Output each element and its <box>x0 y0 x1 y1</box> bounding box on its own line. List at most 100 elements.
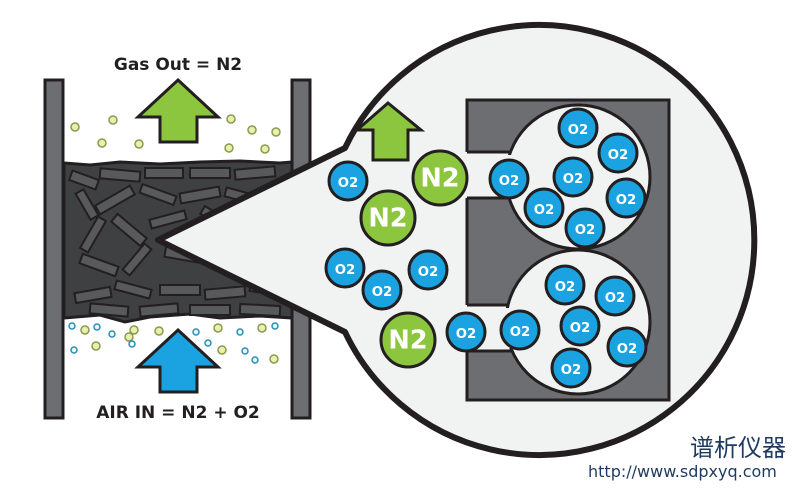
o2-particle <box>68 322 76 330</box>
n2-particle <box>260 144 270 154</box>
o2-label: O2 <box>418 265 439 280</box>
n2-particle <box>70 122 80 132</box>
o2-particle <box>236 328 244 336</box>
sieve-pellet <box>189 167 231 179</box>
sieve-pellet <box>121 242 153 277</box>
n2-particle <box>80 325 90 335</box>
o2-particle <box>271 322 279 330</box>
o2-label: O2 <box>575 223 596 238</box>
n2-label: N2 <box>420 164 459 194</box>
sieve-pellet <box>144 167 184 179</box>
n2-molecule: N2 <box>411 149 469 207</box>
o2-molecule: O2 <box>445 311 487 353</box>
o2-label: O2 <box>534 203 555 218</box>
o2-molecule: O2 <box>361 269 403 311</box>
o2-label: O2 <box>456 327 477 342</box>
sieve-pellet <box>178 185 222 205</box>
n2-label: N2 <box>368 204 407 234</box>
o2-particle <box>192 328 200 336</box>
gas-out-label: Gas Out = N2 <box>114 55 242 75</box>
n2-particle <box>224 143 234 153</box>
o2-label: O2 <box>561 363 582 378</box>
o2-molecule: O2 <box>605 177 647 219</box>
n2-molecule: N2 <box>359 189 417 247</box>
o2-label: O2 <box>335 263 356 278</box>
o2-molecule: O2 <box>557 107 599 149</box>
n2-particle <box>213 323 223 333</box>
o2-molecule: O2 <box>488 158 530 200</box>
o2-particle <box>204 339 212 347</box>
o2-label: O2 <box>616 193 637 208</box>
o2-particle <box>241 347 249 355</box>
sieve-pellet <box>88 302 130 318</box>
sieve-pellet <box>109 212 149 248</box>
o2-particle <box>70 346 78 354</box>
sieve-pellet <box>148 209 188 230</box>
n2-particle <box>271 127 281 137</box>
sieve-pellet <box>93 184 137 216</box>
air-in-arrow-icon <box>134 327 222 394</box>
n2-particle <box>97 138 107 148</box>
n2-particle <box>154 326 164 336</box>
sieve-pellet <box>189 304 231 316</box>
o2-label: O2 <box>555 280 576 295</box>
sieve-pellet <box>67 169 101 191</box>
gas-particles <box>68 114 281 364</box>
o2-particle <box>128 340 136 348</box>
n2-particle <box>134 139 144 149</box>
o2-molecule: O2 <box>597 132 639 174</box>
n2-particle <box>257 323 267 333</box>
sieve-pellet <box>74 187 100 222</box>
air-in-label: AIR IN = N2 + O2 <box>96 403 260 423</box>
sieve-pellet <box>98 167 142 183</box>
gas-out-arrow-icon <box>134 77 222 144</box>
o2-molecule: O2 <box>550 347 592 389</box>
o2-molecule: O2 <box>327 160 369 202</box>
n2-particle <box>124 332 134 342</box>
o2-label: O2 <box>499 174 520 189</box>
n2-particle <box>91 341 101 351</box>
watermark-url: http://www.sdpxyq.com <box>588 462 777 481</box>
left-wall <box>43 78 65 420</box>
o2-label: O2 <box>605 291 626 306</box>
sieve-pellet <box>203 285 247 301</box>
sieve-pellet <box>238 302 282 318</box>
o2-molecule: O2 <box>407 249 449 291</box>
o2-molecule: O2 <box>552 156 594 198</box>
o2-label: O2 <box>568 123 589 138</box>
n2-particle <box>226 114 236 124</box>
sieve-pellet <box>73 285 113 305</box>
o2-molecule: O2 <box>564 207 606 249</box>
o2-particle <box>251 356 259 364</box>
n2-particle <box>108 115 118 125</box>
molecules: O2O2O2O2O2O2O2O2O2O2O2O2O2O2O2O2O2O2N2N2… <box>324 107 648 389</box>
sieve-pellet <box>159 284 201 296</box>
sieve-pellet <box>78 252 120 278</box>
n2-label: N2 <box>388 326 427 356</box>
o2-label: O2 <box>563 172 584 187</box>
o2-molecule: O2 <box>324 247 366 289</box>
o2-label: O2 <box>617 342 638 357</box>
o2-molecule: O2 <box>606 326 648 368</box>
n2-particle <box>269 354 279 364</box>
n2-molecule: N2 <box>379 311 437 369</box>
o2-molecule: O2 <box>544 264 586 306</box>
n2-particle <box>129 325 139 335</box>
n2-particle <box>247 125 257 135</box>
o2-label: O2 <box>570 321 591 336</box>
o2-particle <box>93 323 101 331</box>
sieve-pellet <box>138 302 180 318</box>
o2-molecule: O2 <box>499 309 541 351</box>
o2-molecule: O2 <box>594 275 636 317</box>
sieve-pellet <box>113 279 153 300</box>
o2-label: O2 <box>338 176 359 191</box>
o2-label: O2 <box>608 148 629 163</box>
watermark-name: 谱析仪器 <box>690 434 786 462</box>
sieve-pellet <box>138 182 178 207</box>
o2-label: O2 <box>372 285 393 300</box>
n2-particle <box>217 345 227 355</box>
sieve-pellet <box>78 215 108 254</box>
sieve-pellet <box>233 165 277 181</box>
o2-molecule: O2 <box>523 187 565 229</box>
